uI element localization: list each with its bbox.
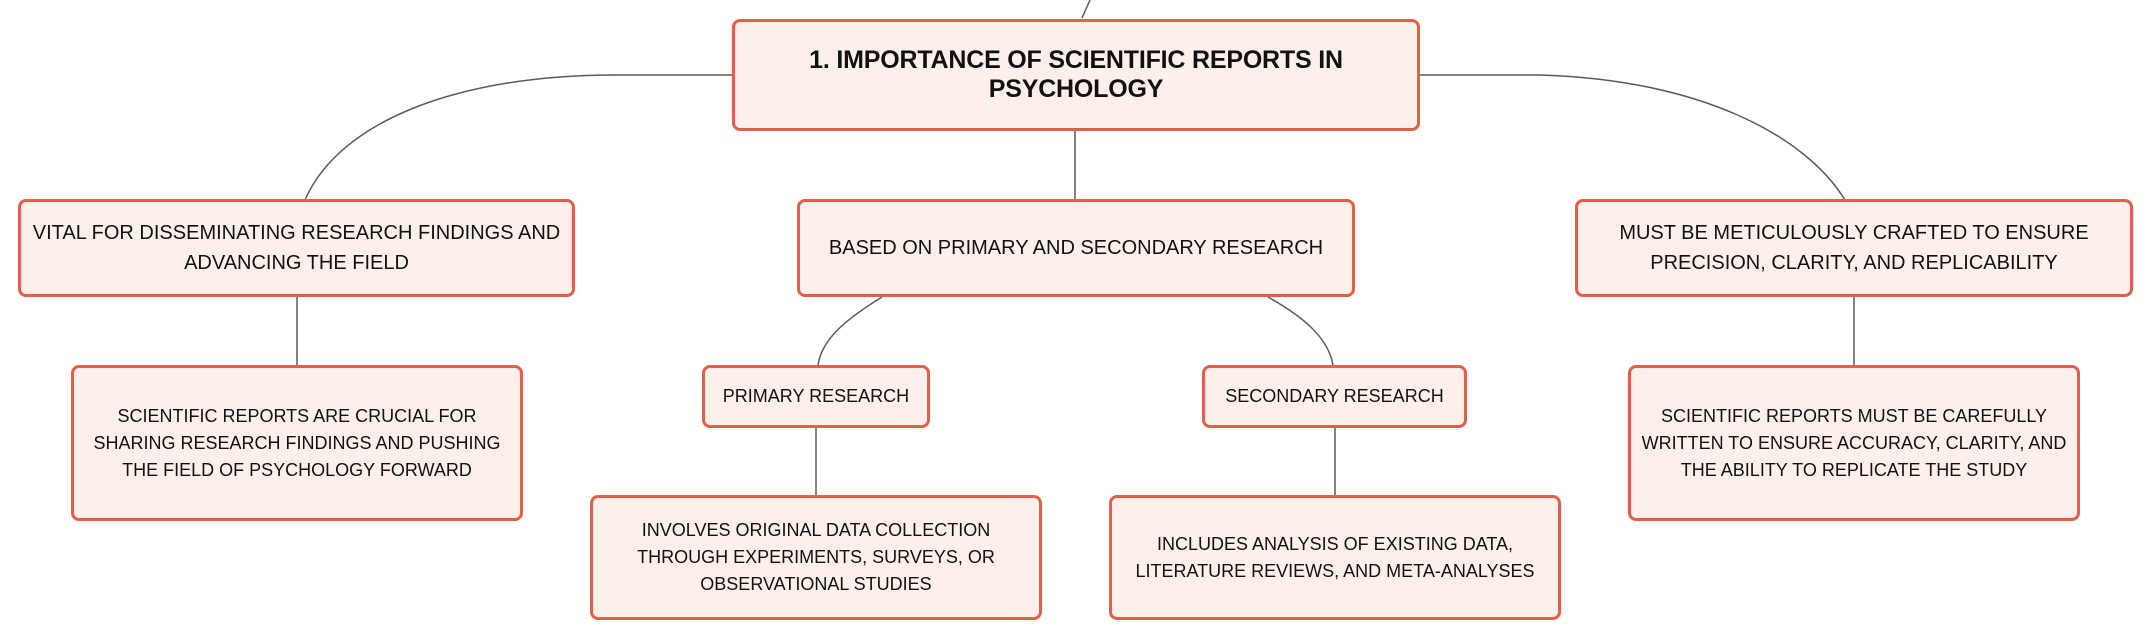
connector-topic-2-to-primary — [817, 296, 883, 366]
detail-node-dissemination[interactable]: Scientific reports are crucial for shari… — [71, 365, 523, 521]
detail-text: Includes analysis of existing data, lite… — [1135, 533, 1535, 581]
detail-text: Scientific reports are crucial for shari… — [93, 405, 501, 480]
topic-label: Must be meticulously crafted to ensure p… — [1619, 222, 2089, 274]
topic-node-dissemination[interactable]: Vital for disseminating research finding… — [18, 199, 575, 297]
root-node[interactable]: 1. Importance of Scientific Reports in P… — [732, 19, 1420, 131]
connector-parent-to-root — [1081, 0, 1091, 19]
detail-text: Scientific reports must be carefully wri… — [1641, 405, 2067, 480]
topic-label: Vital for disseminating research finding… — [32, 222, 561, 274]
detail-node-crafting[interactable]: Scientific reports must be carefully wri… — [1628, 365, 2080, 521]
detail-node-primary-research[interactable]: Involves original data collection throug… — [590, 495, 1042, 620]
detail-node-secondary-research[interactable]: Includes analysis of existing data, lite… — [1109, 495, 1561, 620]
topic-node-research-basis[interactable]: Based on primary and secondary research — [797, 199, 1355, 297]
topic-label: Based on primary and secondary research — [828, 237, 1324, 259]
root-label: 1. Importance of Scientific Reports in P… — [809, 46, 1343, 103]
connector-root-to-topic-3 — [1419, 74, 1846, 201]
subtopic-node-primary-research[interactable]: Primary research — [702, 365, 930, 428]
subtopic-label: Primary research — [722, 386, 910, 406]
detail-text: Involves original data collection throug… — [637, 520, 995, 594]
connector-topic-2-to-secondary — [1267, 296, 1334, 366]
subtopic-node-secondary-research[interactable]: Secondary research — [1202, 365, 1467, 428]
connector-root-to-topic-1 — [304, 74, 733, 201]
topic-node-crafting[interactable]: Must be meticulously crafted to ensure p… — [1575, 199, 2133, 297]
subtopic-label: Secondary research — [1225, 386, 1444, 406]
